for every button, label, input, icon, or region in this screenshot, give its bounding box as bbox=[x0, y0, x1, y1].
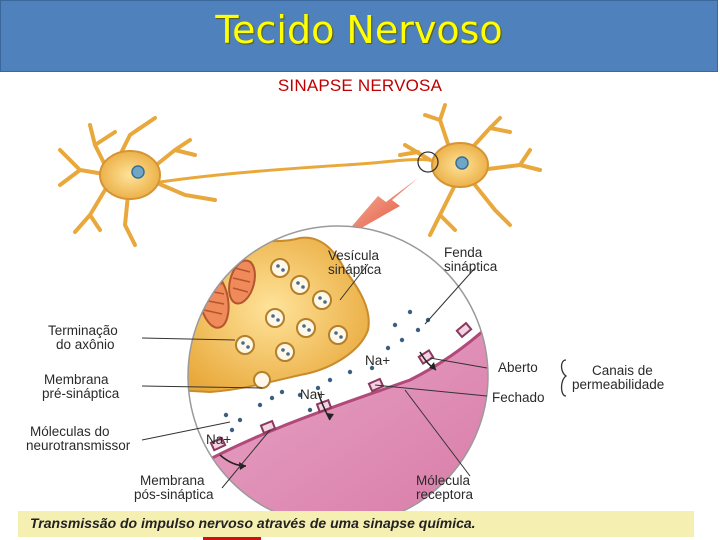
axon bbox=[159, 157, 431, 184]
magnified-synapse bbox=[188, 226, 488, 526]
sodium-label-2: Na+ bbox=[300, 387, 325, 402]
diagram-subtitle: SINAPSE NERVOSA bbox=[277, 76, 443, 95]
label-aberto: Aberto bbox=[498, 360, 538, 375]
synapse-highlight-circle bbox=[417, 151, 439, 173]
header-bar bbox=[0, 0, 718, 72]
page-title: Tecido Nervoso bbox=[215, 8, 503, 52]
sodium-label-1: Na+ bbox=[365, 353, 390, 368]
red-underline bbox=[203, 537, 261, 540]
sodium-label-3: Na+ bbox=[206, 432, 231, 447]
postsynaptic-neuron bbox=[398, 103, 542, 237]
channels-brace bbox=[560, 359, 568, 397]
leader-lines bbox=[141, 263, 488, 489]
presynaptic-neuron bbox=[58, 116, 217, 247]
caption-bar bbox=[18, 511, 694, 537]
zoom-arrow bbox=[340, 178, 418, 240]
label-fechado: Fechado bbox=[492, 390, 545, 405]
figure-caption: Transmissão do impulso nervoso através d… bbox=[30, 515, 476, 531]
